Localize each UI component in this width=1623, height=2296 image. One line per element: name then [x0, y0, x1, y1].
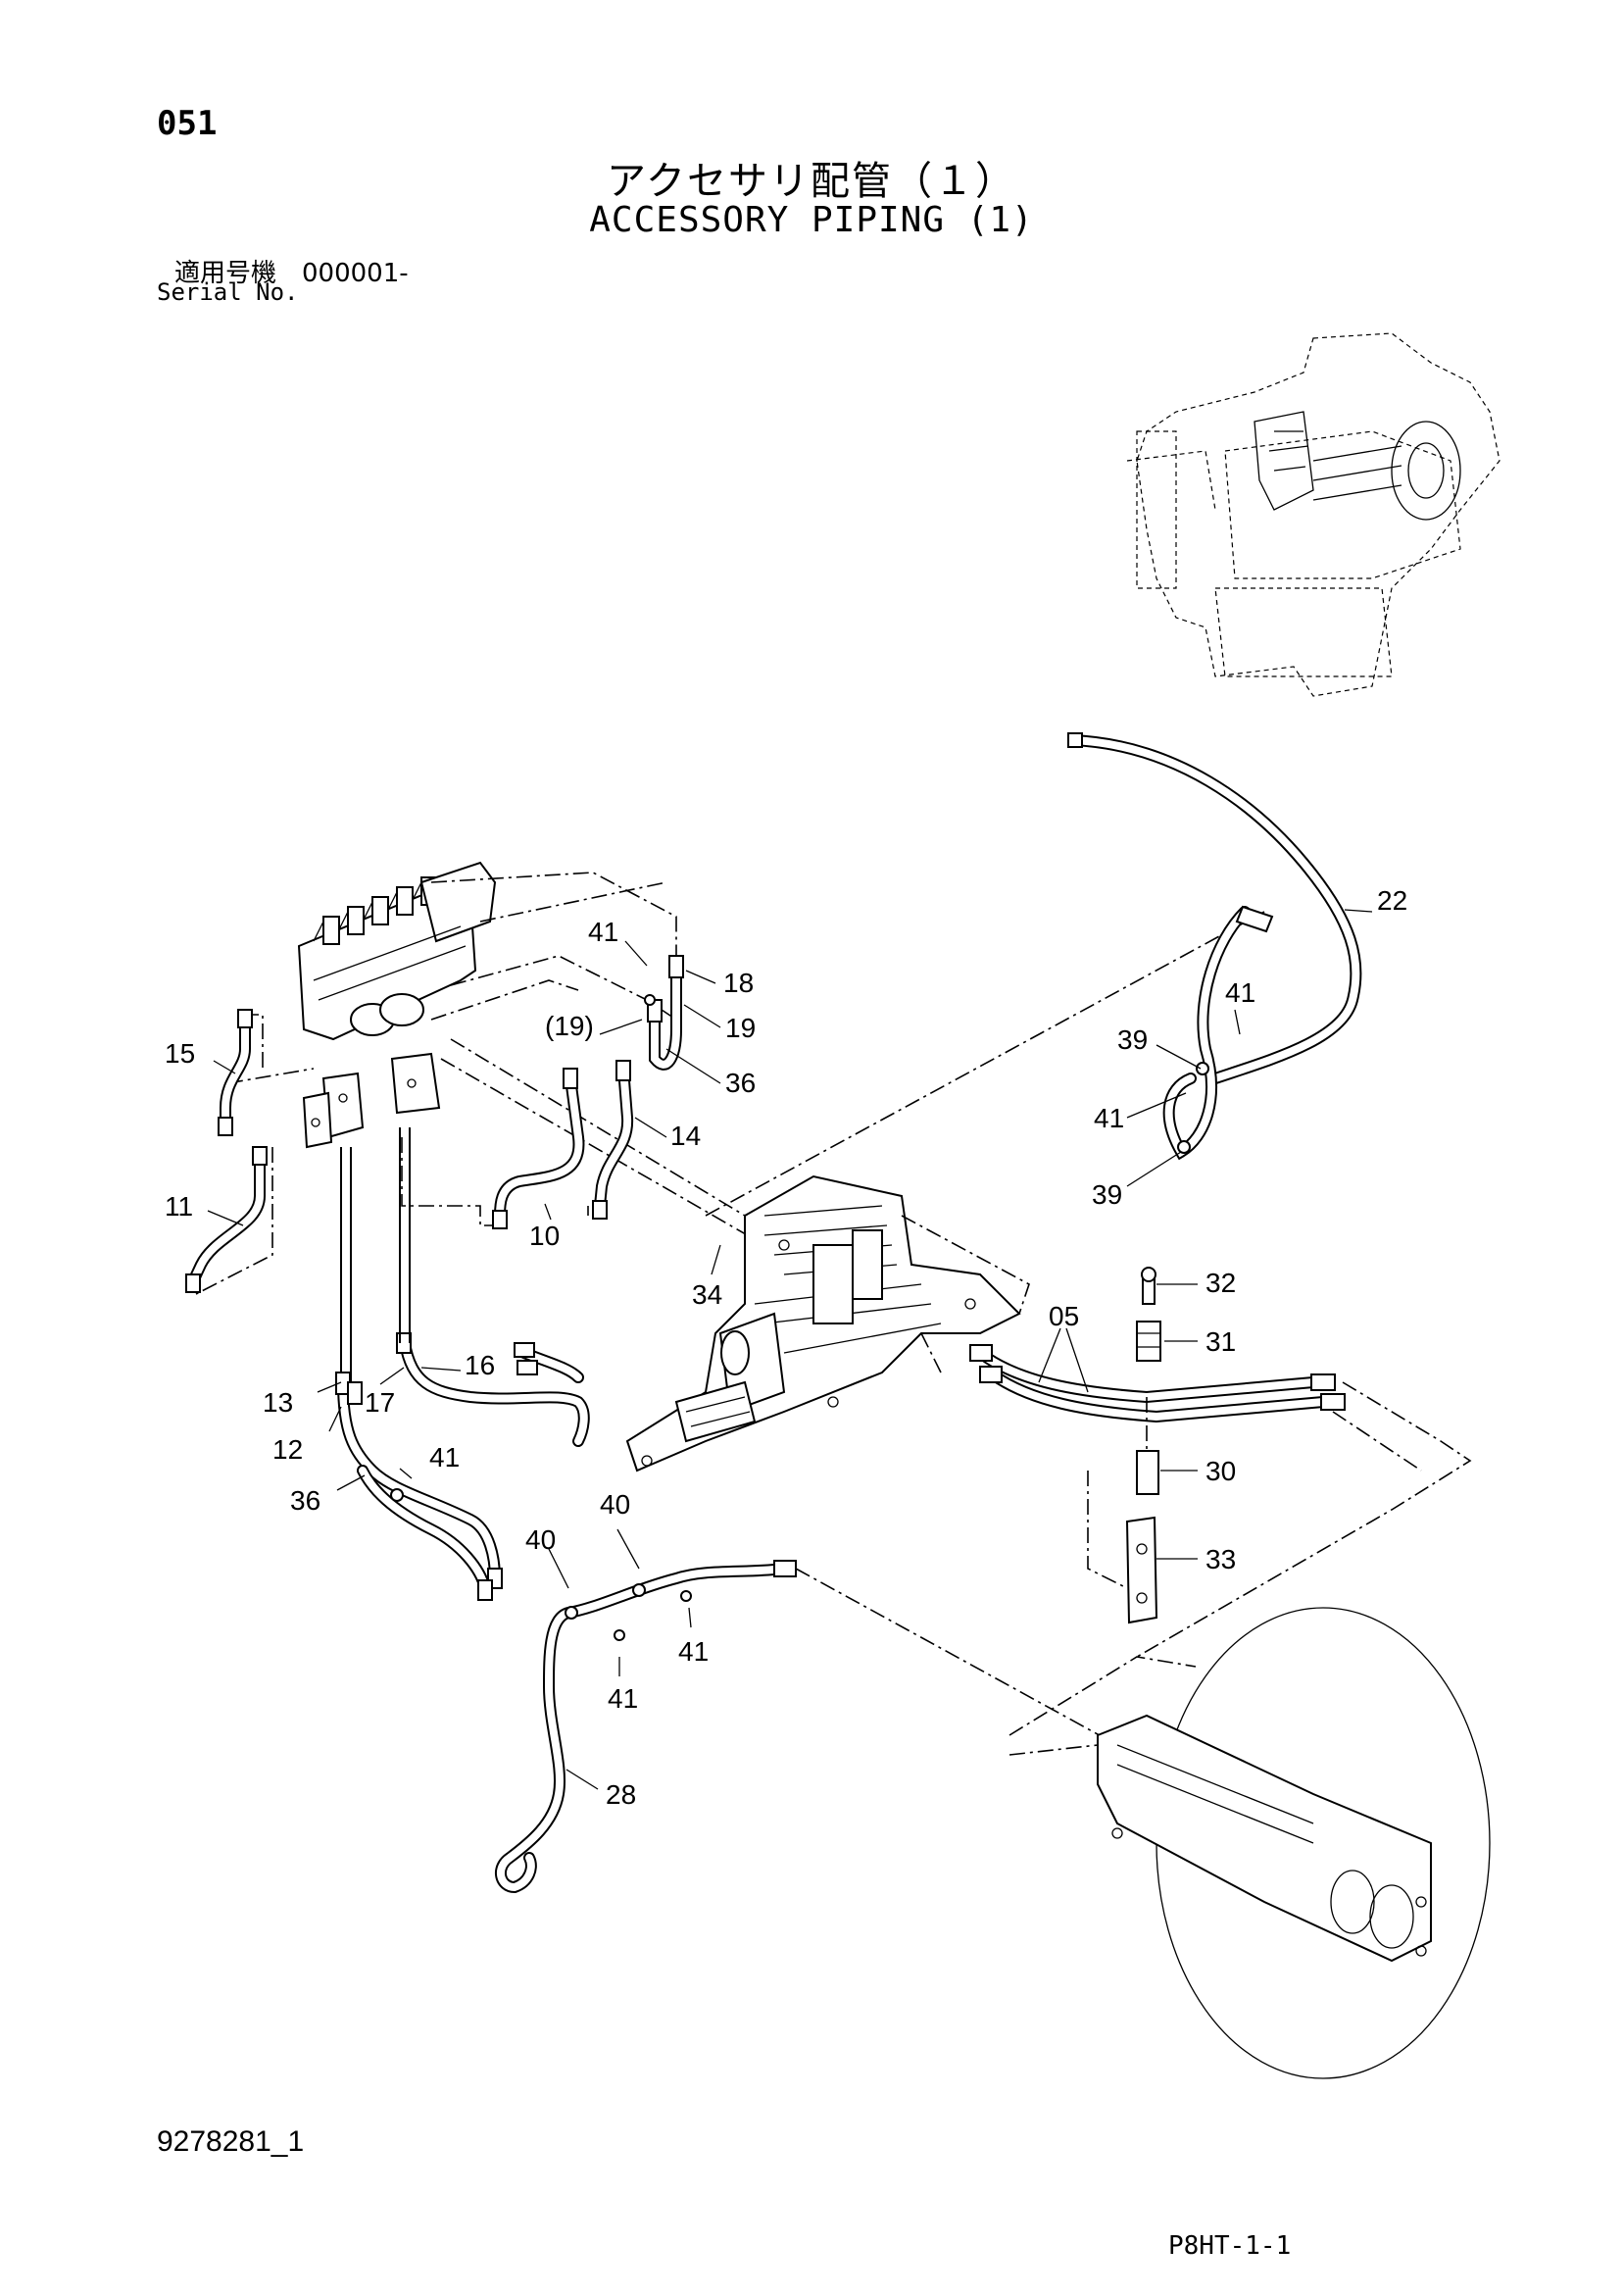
- callout-41: 41: [608, 1683, 638, 1714]
- serial-label-english: Serial No.: [157, 278, 299, 306]
- callout-39: 39: [1117, 1024, 1148, 1055]
- hose-16: [396, 1332, 590, 1447]
- tubes-12-13-17: [335, 1127, 503, 1601]
- locator-thumbnail: [1126, 332, 1500, 697]
- hose-11: [185, 1146, 268, 1293]
- callout-05: 05: [1049, 1301, 1079, 1331]
- hose-39: [1162, 905, 1274, 1161]
- callout-33: 33: [1205, 1544, 1236, 1574]
- callout-28: 28: [606, 1779, 636, 1810]
- callout-14: 14: [670, 1121, 701, 1151]
- part-33-bracket: [1087, 1471, 1158, 1624]
- callout-labels: 22 41 18 19 (19) 36 15 14 41 39 41 39 11…: [165, 885, 1407, 1810]
- callout-32: 32: [1205, 1268, 1236, 1298]
- callout-34: 34: [692, 1279, 722, 1310]
- serial-label-japanese: 適用号機 000001-: [174, 259, 409, 288]
- hose-18-19: [644, 955, 684, 1071]
- callout-41: 41: [588, 917, 618, 947]
- callout-17: 17: [365, 1387, 395, 1418]
- callout-15: 15: [165, 1038, 195, 1069]
- callout-19-reference: (19): [545, 1011, 594, 1041]
- document-code: 9278281_1: [157, 2125, 305, 2158]
- callout-40: 40: [600, 1489, 630, 1520]
- callout-41: 41: [429, 1442, 460, 1472]
- callout-36: 36: [725, 1068, 756, 1098]
- callout-11: 11: [165, 1191, 193, 1222]
- hose-14: [592, 1060, 634, 1220]
- callout-13: 13: [263, 1387, 293, 1418]
- control-valve: [297, 861, 497, 1041]
- callout-41: 41: [1225, 977, 1255, 1008]
- valve-manifold-block: [302, 1052, 441, 1149]
- callout-16: 16: [465, 1350, 495, 1380]
- swing-wheel-assembly: [1008, 1607, 1491, 2079]
- callout-18: 18: [723, 968, 754, 998]
- callout-22: 22: [1377, 885, 1407, 916]
- callout-40: 40: [525, 1524, 556, 1555]
- hose-10: [492, 1068, 585, 1229]
- callout-12: 12: [272, 1434, 303, 1465]
- callout-30: 30: [1205, 1456, 1236, 1486]
- leader-lines: [207, 909, 1373, 1790]
- page-number: 051: [157, 104, 218, 143]
- callout-10: 10: [529, 1221, 560, 1251]
- sheet-code: P8HT-1-1: [1168, 2231, 1292, 2261]
- callout-19: 19: [725, 1013, 756, 1043]
- hose-28: [495, 1560, 1118, 1894]
- hoses-05: [969, 1344, 1472, 1658]
- callout-31: 31: [1205, 1326, 1236, 1357]
- page-title-japanese: アクセサリ配管（１）: [607, 159, 1016, 204]
- callout-39: 39: [1092, 1179, 1122, 1210]
- page-title-english: ACCESSORY PIPING (1): [589, 200, 1034, 240]
- callout-36: 36: [290, 1485, 320, 1516]
- callout-41: 41: [678, 1636, 709, 1667]
- part-30-spacer: [1136, 1450, 1159, 1495]
- part-32-bolt: [1141, 1267, 1156, 1305]
- part-31-clamp: [1136, 1321, 1161, 1362]
- hose-22: [1067, 732, 1362, 1084]
- callout-41: 41: [1094, 1103, 1124, 1133]
- central-frame: [625, 1174, 1030, 1472]
- locator-highlight: [1254, 411, 1461, 521]
- hose-15: [218, 1009, 253, 1136]
